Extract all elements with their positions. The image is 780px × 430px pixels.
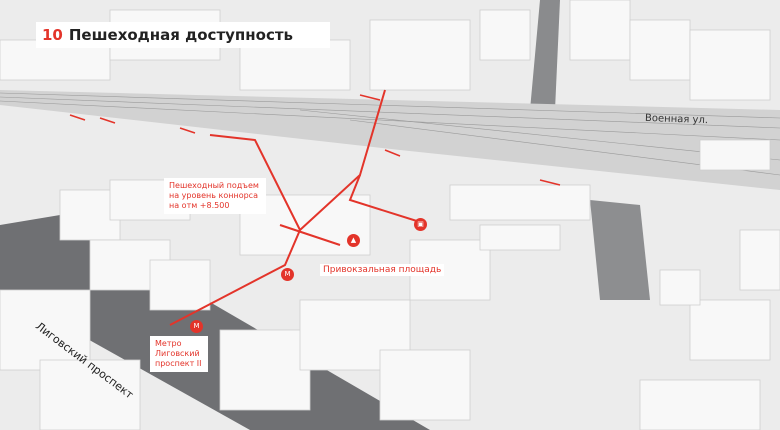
metro-callout: Метро Лиговский проспект II (150, 336, 208, 372)
page-title: 10 Пешеходная доступность (36, 22, 330, 48)
square-label: Привокзальная площадь (320, 264, 445, 276)
walking-routes (169, 89, 421, 326)
metro-icon: M (190, 320, 203, 333)
title-text: Пешеходная доступность (68, 26, 294, 44)
street-label-voennaya: Военная ул. (644, 112, 709, 127)
stairs-markers (69, 94, 561, 186)
bus-icon: ▣ (414, 218, 427, 231)
road-top (530, 0, 560, 110)
tracks-right (590, 200, 650, 300)
metro-icon: M (281, 268, 294, 281)
rail-tracks (0, 90, 780, 190)
lift-callout: Пешеходный подъем на уровень коннорса на… (164, 178, 266, 214)
taxi-icon: ▲ (347, 234, 360, 247)
section-number: 10 (42, 26, 63, 44)
